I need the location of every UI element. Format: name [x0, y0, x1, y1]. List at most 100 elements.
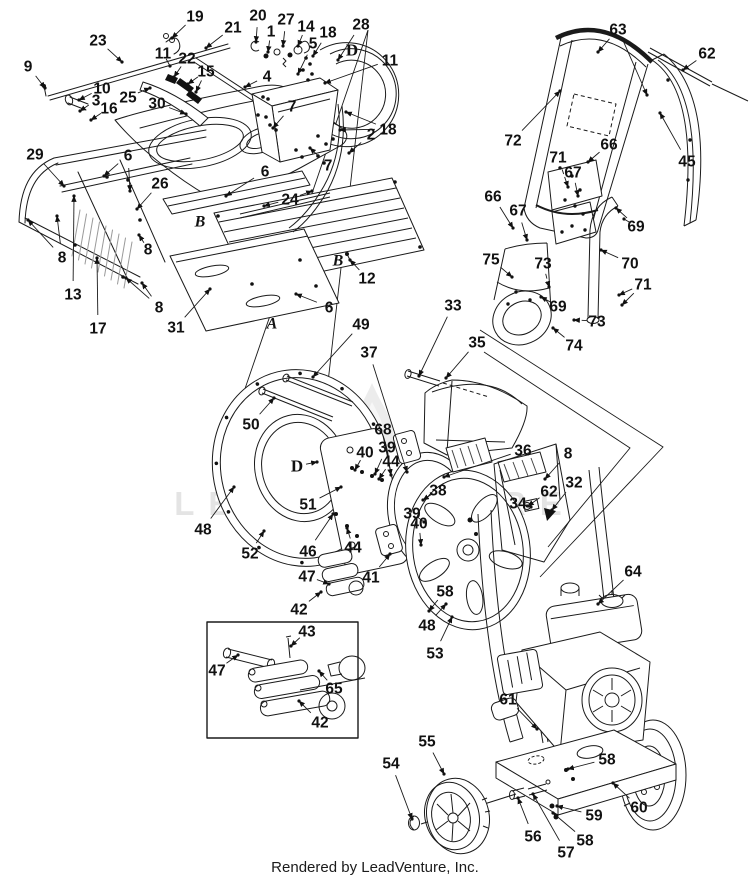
leader-line [295, 293, 318, 303]
bolt-dot [529, 505, 533, 509]
leader-line [297, 34, 303, 47]
leader-line [682, 60, 697, 71]
bolt-dot [543, 477, 547, 481]
part-callout: 69 [549, 299, 567, 316]
part-callout: 61 [499, 692, 517, 709]
part-callout: 33 [444, 298, 462, 315]
bolt-dot [308, 146, 312, 150]
leader-line [337, 34, 355, 61]
hopper-assembly [250, 40, 400, 233]
part-callout: 22 [178, 51, 195, 68]
side-panel-45 [651, 53, 702, 227]
section-letter: A [266, 316, 278, 333]
part-callout: 72 [504, 133, 521, 150]
leader-line [259, 397, 275, 415]
bolt-dot [550, 508, 554, 512]
part-callout: 8 [58, 250, 67, 267]
bolt-dot [566, 185, 570, 189]
bolt-dot [232, 485, 236, 489]
leader-line [349, 259, 360, 271]
leader-line [428, 599, 439, 612]
leader-line [516, 708, 538, 730]
part-callout: 65 [325, 681, 343, 698]
leader-line [103, 163, 119, 177]
shaft-47 [222, 647, 232, 659]
bolt-dot [427, 609, 431, 613]
leader-line [556, 804, 582, 813]
inset-box [206, 621, 366, 739]
part-callout: 51 [299, 497, 317, 514]
bolt-dot [135, 207, 139, 211]
part-callout: 58 [598, 752, 616, 769]
bolt-dot [224, 194, 228, 198]
part-callout: 3 [92, 93, 101, 110]
part-callout: 28 [352, 17, 370, 34]
leader-line [372, 364, 408, 473]
part-callout: 40 [356, 445, 373, 462]
part-callout: 8 [155, 300, 164, 317]
leader-line [418, 316, 448, 377]
bolt-dot [510, 275, 514, 279]
engine-assembly [490, 582, 651, 754]
leader-line [309, 147, 321, 158]
bolt-dot [658, 111, 662, 115]
leader-line [184, 288, 211, 318]
part-callout: 11 [155, 46, 172, 63]
part-callout: 9 [24, 59, 33, 76]
part-callout: 10 [93, 81, 110, 98]
part-callout: 57 [557, 845, 574, 862]
part-callout: 49 [352, 317, 370, 334]
bolt-dot [194, 90, 198, 94]
bolt-dot [681, 68, 685, 72]
bolt-dot [516, 796, 520, 800]
bolt-dot [422, 520, 426, 524]
leader-line [618, 288, 633, 296]
leader-line [521, 90, 561, 131]
leader-line [445, 351, 469, 379]
part-callout: 71 [634, 277, 652, 294]
bolt-dot [442, 475, 446, 479]
part-callout: 60 [630, 800, 647, 817]
bolt-dot [72, 194, 76, 198]
part-callout: 63 [609, 22, 627, 39]
section-letter: B [194, 214, 206, 231]
leader-line [297, 54, 308, 75]
bolt-dot [262, 204, 266, 208]
leader-line [318, 670, 328, 681]
bolt-dot [555, 804, 559, 808]
flail-blades-42 [247, 659, 366, 720]
bolt-dot [323, 81, 327, 85]
bolt-dot [294, 292, 298, 296]
bolt-dot [128, 189, 132, 193]
bolt-dot [586, 160, 590, 164]
impeller-assembly [258, 373, 531, 631]
bolt-dot [377, 477, 381, 481]
part-callout: 35 [468, 335, 486, 352]
leader-line [280, 31, 287, 47]
leader-line [316, 579, 330, 585]
leader-line [622, 40, 648, 96]
bolt-dot [243, 85, 247, 89]
part-callout: 15 [197, 64, 215, 81]
funnel-75 [493, 242, 552, 311]
bolt-dot [348, 258, 352, 262]
wheel-left [408, 777, 551, 855]
leader-line [597, 38, 610, 53]
bolt-dot [444, 376, 448, 380]
bolt-dot [186, 82, 190, 86]
leader-line [395, 775, 413, 820]
part-callout: 14 [297, 19, 315, 36]
part-callout: 18 [319, 25, 337, 42]
part-callout: 19 [186, 9, 204, 26]
part-callout: 58 [576, 833, 594, 850]
bolt-dot [551, 811, 555, 815]
bolt-dot [254, 40, 258, 44]
bolt-dot [311, 54, 315, 58]
leader-line [417, 532, 424, 546]
bolt-dot [170, 36, 174, 40]
part-callout: 44 [382, 454, 400, 471]
bolt-dot [168, 64, 172, 68]
part-callout: 46 [299, 544, 317, 561]
part-callout: 7 [288, 99, 297, 116]
